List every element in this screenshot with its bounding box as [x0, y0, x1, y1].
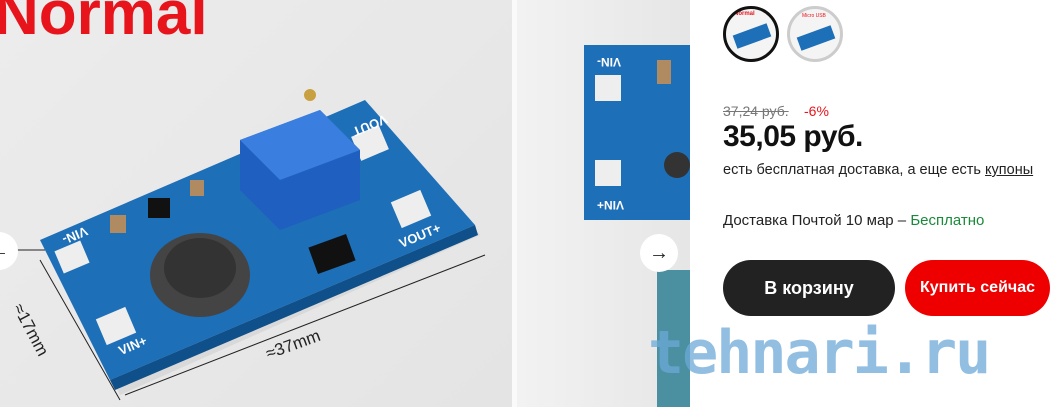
product-image-main[interactable]: Normal VIN- VOUT VIN+ VOUT+ ≈37mm ≈17mm … — [0, 0, 512, 407]
buy-now-button[interactable]: Купить сейчас — [905, 260, 1050, 316]
prev-image-button[interactable]: ← — [0, 232, 18, 270]
current-price: 35,05 руб. — [723, 120, 863, 153]
add-to-cart-button[interactable]: В корзину — [723, 260, 895, 316]
gallery-divider — [512, 0, 517, 407]
product-info-panel: Normal Micro USB 37,24 руб. -6% 35,05 ру… — [690, 0, 1053, 407]
discount-badge: -6% — [804, 103, 829, 119]
thumbnail-label: Micro USB — [802, 13, 826, 19]
coupons-link[interactable]: купоны — [985, 162, 1034, 178]
thumbnail-normal[interactable]: Normal — [723, 6, 779, 62]
thumbnail-micro-usb[interactable]: Micro USB — [787, 6, 843, 62]
next-image-button[interactable]: → — [640, 234, 678, 272]
pcb-side-label-vin-plus: VIN+ — [597, 198, 625, 212]
arrow-right-icon: → — [649, 241, 669, 264]
delivery-info: Доставка Почтой 10 мар – Бесплатно — [723, 212, 984, 229]
delivery-price: Бесплатно — [910, 212, 985, 229]
pcb-side-label-vin-minus: VIN- — [597, 55, 621, 69]
delivery-text: Доставка Почтой 10 мар – — [723, 212, 911, 229]
pcb-illustration — [12, 89, 486, 401]
product-image-secondary[interactable]: VIN- VIN+ → — [517, 0, 690, 407]
free-delivery-note: есть бесплатная доставка, а еще есть куп… — [723, 161, 1048, 179]
watermark: tehnari.ru — [648, 318, 991, 388]
free-delivery-text: есть бесплатная доставка, а еще есть — [723, 162, 986, 178]
arrow-left-icon: ← — [0, 240, 9, 263]
old-price: 37,24 руб. — [723, 103, 789, 119]
image-label: Normal — [0, 0, 208, 48]
pcb-side-illustration — [584, 45, 690, 407]
thumbnail-label: Normal — [734, 11, 755, 17]
